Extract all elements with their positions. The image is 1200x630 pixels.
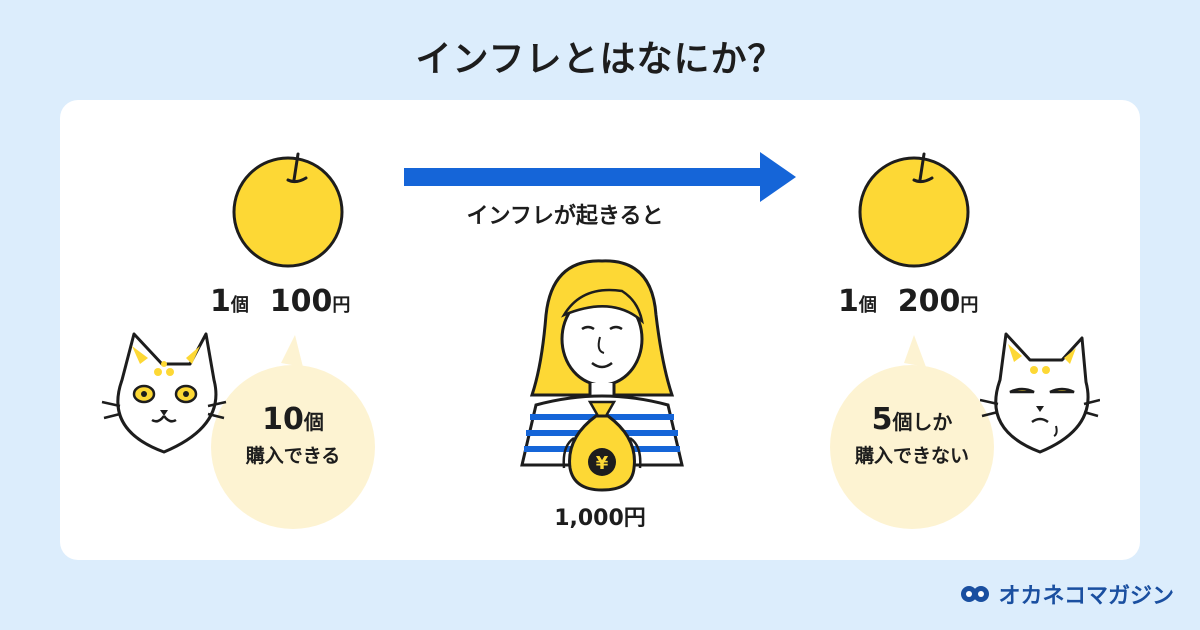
right-price-unit: 円 <box>960 295 979 316</box>
right-price-value: 200 <box>897 284 961 319</box>
brand-name: オカネコマガジン <box>998 584 1174 609</box>
cat-icon-right <box>980 332 1100 454</box>
left-bubble-text: 10個 購入できる <box>218 402 368 468</box>
left-price: 1個 100円 <box>210 284 350 319</box>
yen-icon <box>588 448 616 476</box>
right-qty: 1 <box>838 284 859 319</box>
money-label: 1,000円 <box>554 506 646 531</box>
brand-logo-icon <box>961 586 990 602</box>
left-qty: 1 <box>210 284 231 319</box>
money-bag-icon: ¥ <box>562 400 642 492</box>
brand-logo[interactable]: オカネコマガジン <box>960 578 1174 610</box>
left-bubble-count: 10 <box>262 402 304 437</box>
fruit-icon-left <box>232 152 344 268</box>
cat-icon-left <box>101 332 227 454</box>
left-qty-unit: 個 <box>230 295 249 316</box>
svg-text:¥: ¥ <box>596 453 609 474</box>
speech-bubble-right <box>830 335 994 529</box>
left-bubble-line: 購入できる <box>245 445 341 467</box>
left-price-unit: 円 <box>332 295 351 316</box>
left-price-value: 100 <box>269 284 333 319</box>
left-bubble-unit: 個 <box>303 410 324 434</box>
speech-bubble-left <box>211 335 375 529</box>
right-bubble-unit: 個しか <box>892 410 953 434</box>
arrow-label: インフレが起きると <box>466 204 664 229</box>
arrow-right-icon <box>404 152 796 202</box>
fruit-icon-right <box>858 152 970 268</box>
right-qty-unit: 個 <box>858 295 877 316</box>
right-bubble-line: 購入できない <box>854 445 969 467</box>
page-title: インフレとはなにか？ <box>415 39 785 80</box>
right-bubble-text: 5個しか 購入できない <box>838 402 986 468</box>
right-price: 1個 200円 <box>838 284 978 319</box>
right-bubble-count: 5 <box>871 402 893 437</box>
